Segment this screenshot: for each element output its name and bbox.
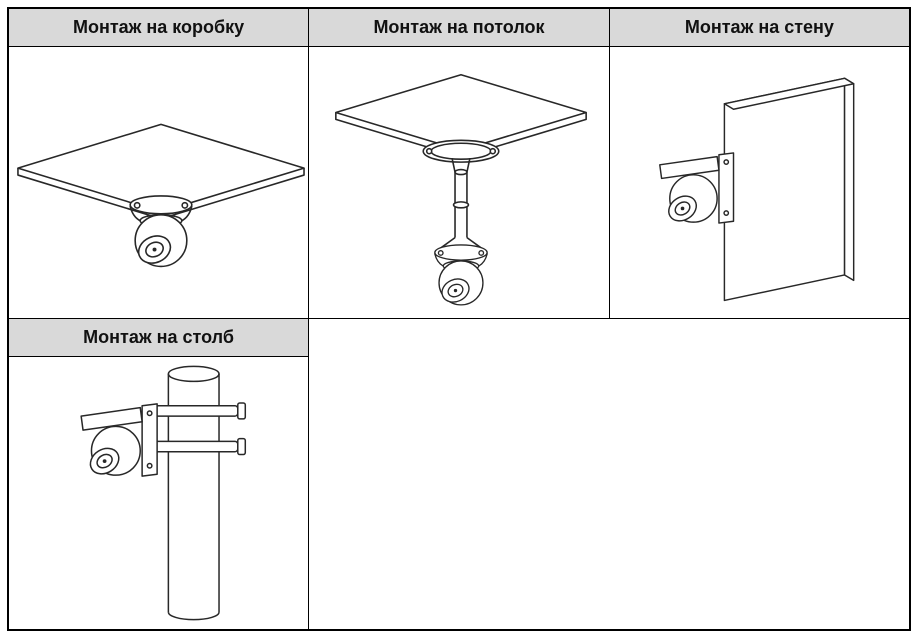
pole [167, 365, 220, 621]
ceiling-panel-and-pendant [335, 73, 587, 251]
cell-pole-mount [7, 356, 310, 631]
illustration-row-top [7, 46, 911, 319]
mount-options-table: Монтаж на коробку Монтаж на потолок Монт… [7, 7, 911, 631]
empty-area [308, 318, 910, 630]
wall-panel [724, 77, 855, 301]
ceiling-mount-diagram [335, 73, 587, 307]
cell-wall-mount [608, 46, 911, 319]
pole-clamp-bands [150, 402, 246, 456]
manual-figure-page: Монтаж на коробку Монтаж на потолок Монт… [7, 7, 911, 631]
turret-camera-icon [434, 243, 488, 307]
header-box-mount: Монтаж на коробку [7, 7, 310, 47]
header-row-bottom: Монтаж на столб [7, 318, 910, 630]
wall-mount-diagram [659, 77, 855, 301]
header-pole-mount: Монтаж на столб [7, 318, 310, 357]
header-wall-mount: Монтаж на стену [608, 7, 911, 47]
header-row-top: Монтаж на коробку Монтаж на потолок Монт… [7, 7, 911, 47]
header-ceiling-mount: Монтаж на потолок [308, 7, 610, 47]
box-mount-diagram [16, 123, 305, 269]
turret-camera-icon [128, 194, 193, 269]
cell-box-mount [7, 46, 310, 319]
cell-ceiling-mount [308, 46, 610, 319]
turret-camera-icon [659, 151, 735, 227]
illustration-row-bottom [7, 356, 910, 631]
turret-camera-icon [79, 403, 158, 480]
pole-mount-diagram [79, 365, 246, 621]
